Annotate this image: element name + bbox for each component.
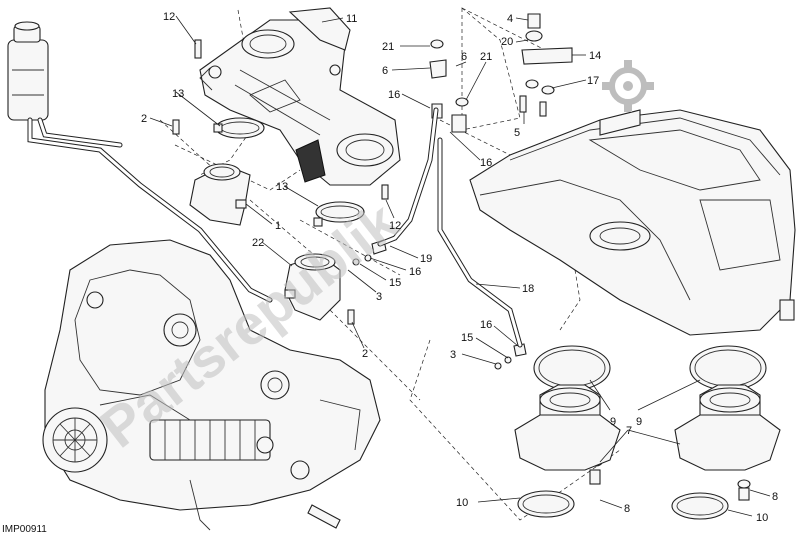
engine-block	[42, 239, 381, 531]
hose-clamp-upper	[213, 117, 265, 139]
intake-manifold-horizontal	[189, 163, 251, 226]
callout-1: 1	[275, 220, 281, 232]
gasket-left	[517, 490, 575, 518]
intake-manifold-vertical	[284, 253, 341, 321]
callout-15: 15	[389, 277, 401, 289]
callout-13: 13	[172, 88, 184, 100]
drawing-code: IMP00911	[2, 524, 47, 535]
callout-6: 6	[461, 51, 467, 63]
callout-14: 14	[589, 50, 601, 62]
callout-16: 16	[480, 319, 492, 331]
gear-icon	[602, 60, 654, 112]
callout-4: 4	[507, 13, 513, 25]
breather-hoses	[377, 107, 523, 348]
callout-8: 8	[624, 503, 630, 515]
callout-21: 21	[480, 51, 492, 63]
callout-5: 5	[514, 127, 520, 139]
callout-3: 3	[376, 291, 382, 303]
callout-16: 16	[409, 266, 421, 278]
callout-13: 13	[276, 181, 288, 193]
callout-16: 16	[388, 89, 400, 101]
callout-22: 22	[252, 237, 264, 249]
callout-12: 12	[163, 11, 175, 23]
callout-10: 10	[756, 512, 768, 524]
bellmouth-left	[514, 384, 621, 471]
intake-seal-right	[689, 345, 767, 391]
assembly-guide-lines	[159, 7, 721, 521]
callout-15: 15	[461, 332, 473, 344]
callout-7: 7	[626, 425, 632, 437]
callout-8: 8	[772, 491, 778, 503]
intake-seal-left	[533, 345, 611, 391]
callout-2: 2	[362, 348, 368, 360]
screws-and-fittings	[172, 13, 751, 501]
gasket-right	[671, 492, 729, 520]
callout-17: 17	[587, 75, 599, 87]
callout-20: 20	[501, 36, 513, 48]
callout-labels: 12 11 21 6 6 21 4 20 14 17 13 2 16 5 16 …	[141, 11, 778, 524]
callout-9: 9	[610, 416, 616, 428]
callout-6: 6	[382, 65, 388, 77]
bellmouth-right	[674, 384, 781, 471]
callout-16: 16	[480, 157, 492, 169]
callout-11: 11	[346, 13, 357, 25]
airbox	[469, 109, 796, 336]
callout-9: 9	[636, 416, 642, 428]
callout-3: 3	[450, 349, 456, 361]
callout-18: 18	[522, 283, 534, 295]
callout-10: 10	[456, 497, 468, 509]
expansion-tank	[7, 21, 273, 303]
leader-lines	[149, 15, 771, 517]
callout-21: 21	[382, 41, 394, 53]
throttle-body	[199, 7, 401, 186]
callout-19: 19	[420, 253, 432, 265]
hose-clamp-lower	[313, 201, 365, 227]
callout-2: 2	[141, 113, 147, 125]
callout-12: 12	[389, 220, 401, 232]
